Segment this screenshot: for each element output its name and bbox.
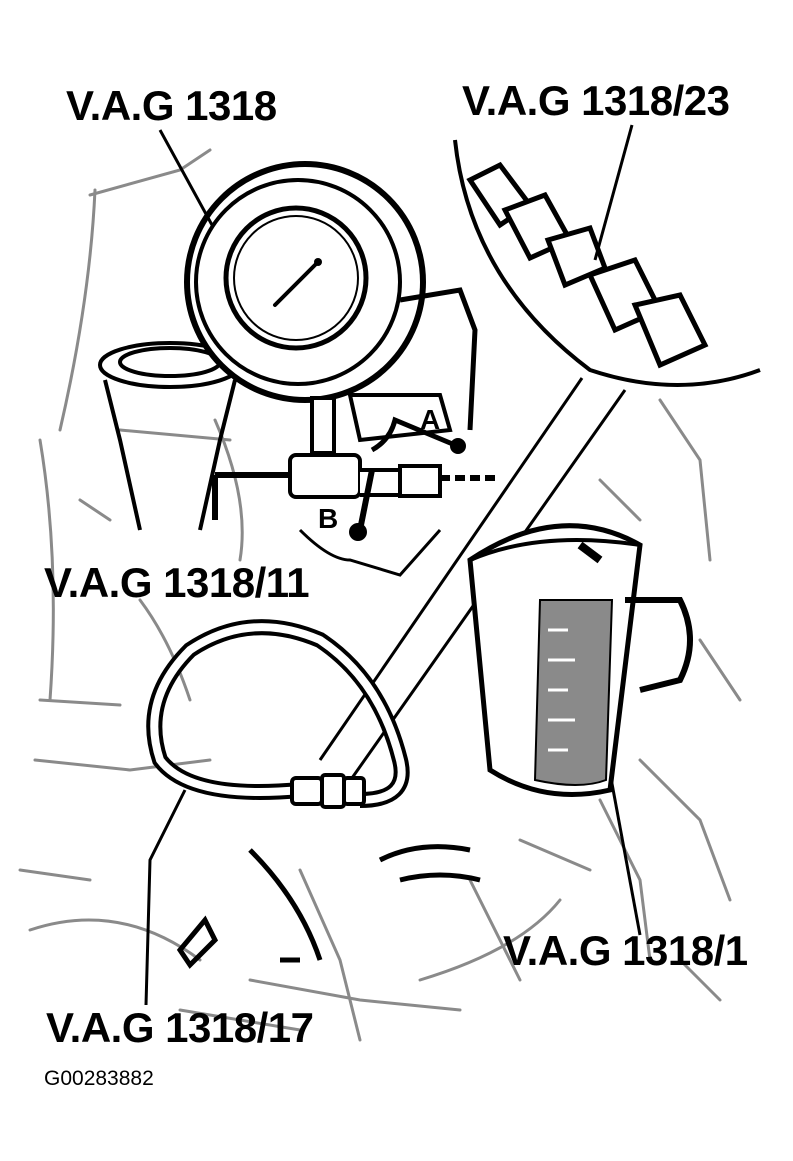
figure-id: G00283882 bbox=[44, 1067, 154, 1090]
label-valve-a: A bbox=[420, 404, 441, 435]
pressure-gauge bbox=[184, 161, 478, 455]
adapter-fitting bbox=[466, 161, 709, 369]
label-gauge: V.A.G 1318 bbox=[66, 82, 277, 129]
measuring-beaker bbox=[467, 523, 693, 797]
adapter-inset bbox=[453, 139, 761, 387]
filler-neck bbox=[98, 341, 242, 531]
label-beaker: V.A.G 1318/1 bbox=[503, 927, 748, 974]
engine-background bbox=[18, 148, 742, 1042]
hose-coupling bbox=[290, 773, 366, 809]
lower-hoses bbox=[176, 844, 481, 969]
shutoff-valve bbox=[212, 416, 500, 541]
label-valve: V.A.G 1318/11 bbox=[44, 559, 310, 606]
test-hose bbox=[146, 619, 410, 809]
label-hose: V.A.G 1318/17 bbox=[46, 1004, 314, 1051]
label-adapter: V.A.G 1318/23 bbox=[462, 77, 730, 124]
label-valve-b: B bbox=[318, 503, 339, 534]
